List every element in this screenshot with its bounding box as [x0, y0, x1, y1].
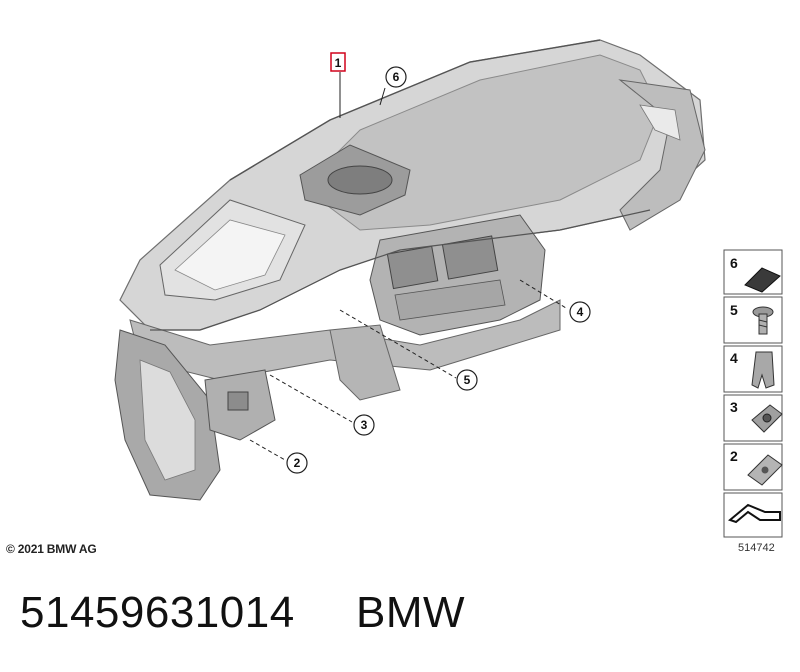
svg-text:2: 2	[294, 456, 301, 470]
legend-item-2[interactable]: 2	[723, 443, 783, 491]
screw-icon	[752, 306, 774, 335]
part-number: 51459631014	[20, 588, 295, 637]
direction-arrow-icon	[727, 503, 781, 524]
clamp-nut-icon	[747, 454, 783, 486]
legend-arrow-box	[723, 492, 783, 538]
legend-item-6[interactable]: 6	[723, 249, 783, 295]
legend-item-4[interactable]: 4	[723, 345, 783, 393]
clip-icon	[751, 351, 775, 389]
legend-item-5[interactable]: 5	[723, 296, 783, 344]
svg-text:4: 4	[577, 305, 584, 319]
parts-legend: 6 5 4 3	[723, 249, 783, 538]
svg-text:3: 3	[361, 418, 368, 432]
svg-text:2: 2	[730, 448, 738, 464]
legend-item-3[interactable]: 3	[723, 394, 783, 442]
svg-text:5: 5	[464, 373, 471, 387]
copyright-text: © 2021 BMW AG	[6, 542, 97, 556]
callout-1[interactable]: 1	[330, 52, 346, 72]
callout-5[interactable]: 5	[456, 369, 478, 391]
callout-6[interactable]: 6	[385, 66, 407, 88]
dashboard-illustration	[114, 39, 706, 501]
svg-text:5: 5	[730, 302, 738, 318]
brand-name: BMW	[356, 588, 466, 637]
callout-2[interactable]: 2	[286, 452, 308, 474]
diagram-id: 514742	[738, 542, 775, 554]
speed-nut-icon	[751, 404, 783, 433]
foam-pad-icon	[744, 267, 781, 293]
callout-3[interactable]: 3	[353, 414, 375, 436]
callout-4[interactable]: 4	[569, 301, 591, 323]
leader-lines	[249, 72, 567, 461]
svg-text:6: 6	[393, 70, 400, 84]
svg-text:4: 4	[730, 350, 738, 366]
svg-text:1: 1	[335, 56, 342, 70]
svg-text:6: 6	[730, 255, 738, 271]
svg-text:3: 3	[730, 399, 738, 415]
